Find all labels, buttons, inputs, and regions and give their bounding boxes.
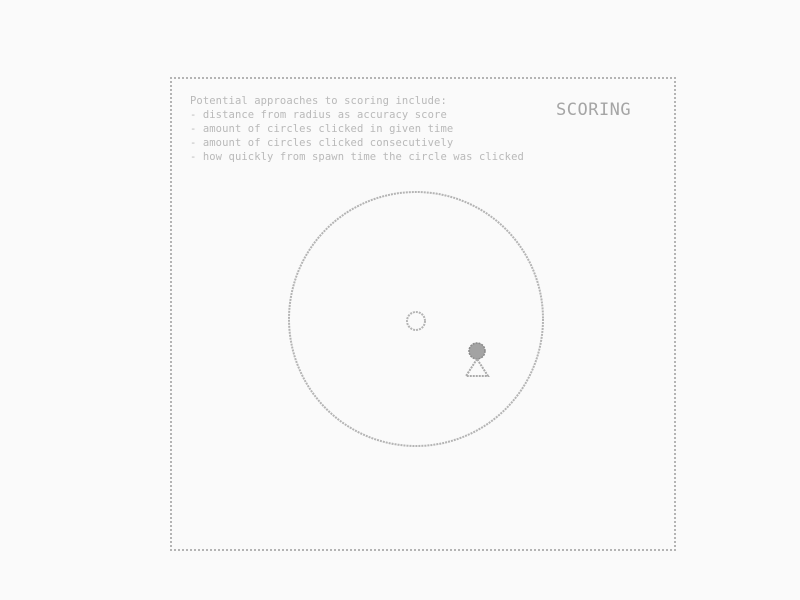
notes-item: - amount of circles clicked consecutivel… bbox=[190, 137, 454, 149]
sketch-frame bbox=[170, 77, 676, 551]
target-circle[interactable] bbox=[288, 191, 544, 447]
scoring-notes: Potential approaches to scoring include:… bbox=[190, 94, 570, 164]
notes-item: - how quickly from spawn time the circle… bbox=[190, 151, 524, 163]
notes-item: - distance from radius as accuracy score bbox=[190, 109, 447, 121]
notes-item: - amount of circles clicked in given tim… bbox=[190, 123, 454, 135]
page-title: SCORING bbox=[556, 100, 632, 120]
player-body-icon bbox=[464, 357, 490, 377]
target-center-ring bbox=[406, 311, 426, 331]
player-head-icon bbox=[468, 342, 486, 360]
notes-heading: Potential approaches to scoring include: bbox=[190, 95, 447, 107]
